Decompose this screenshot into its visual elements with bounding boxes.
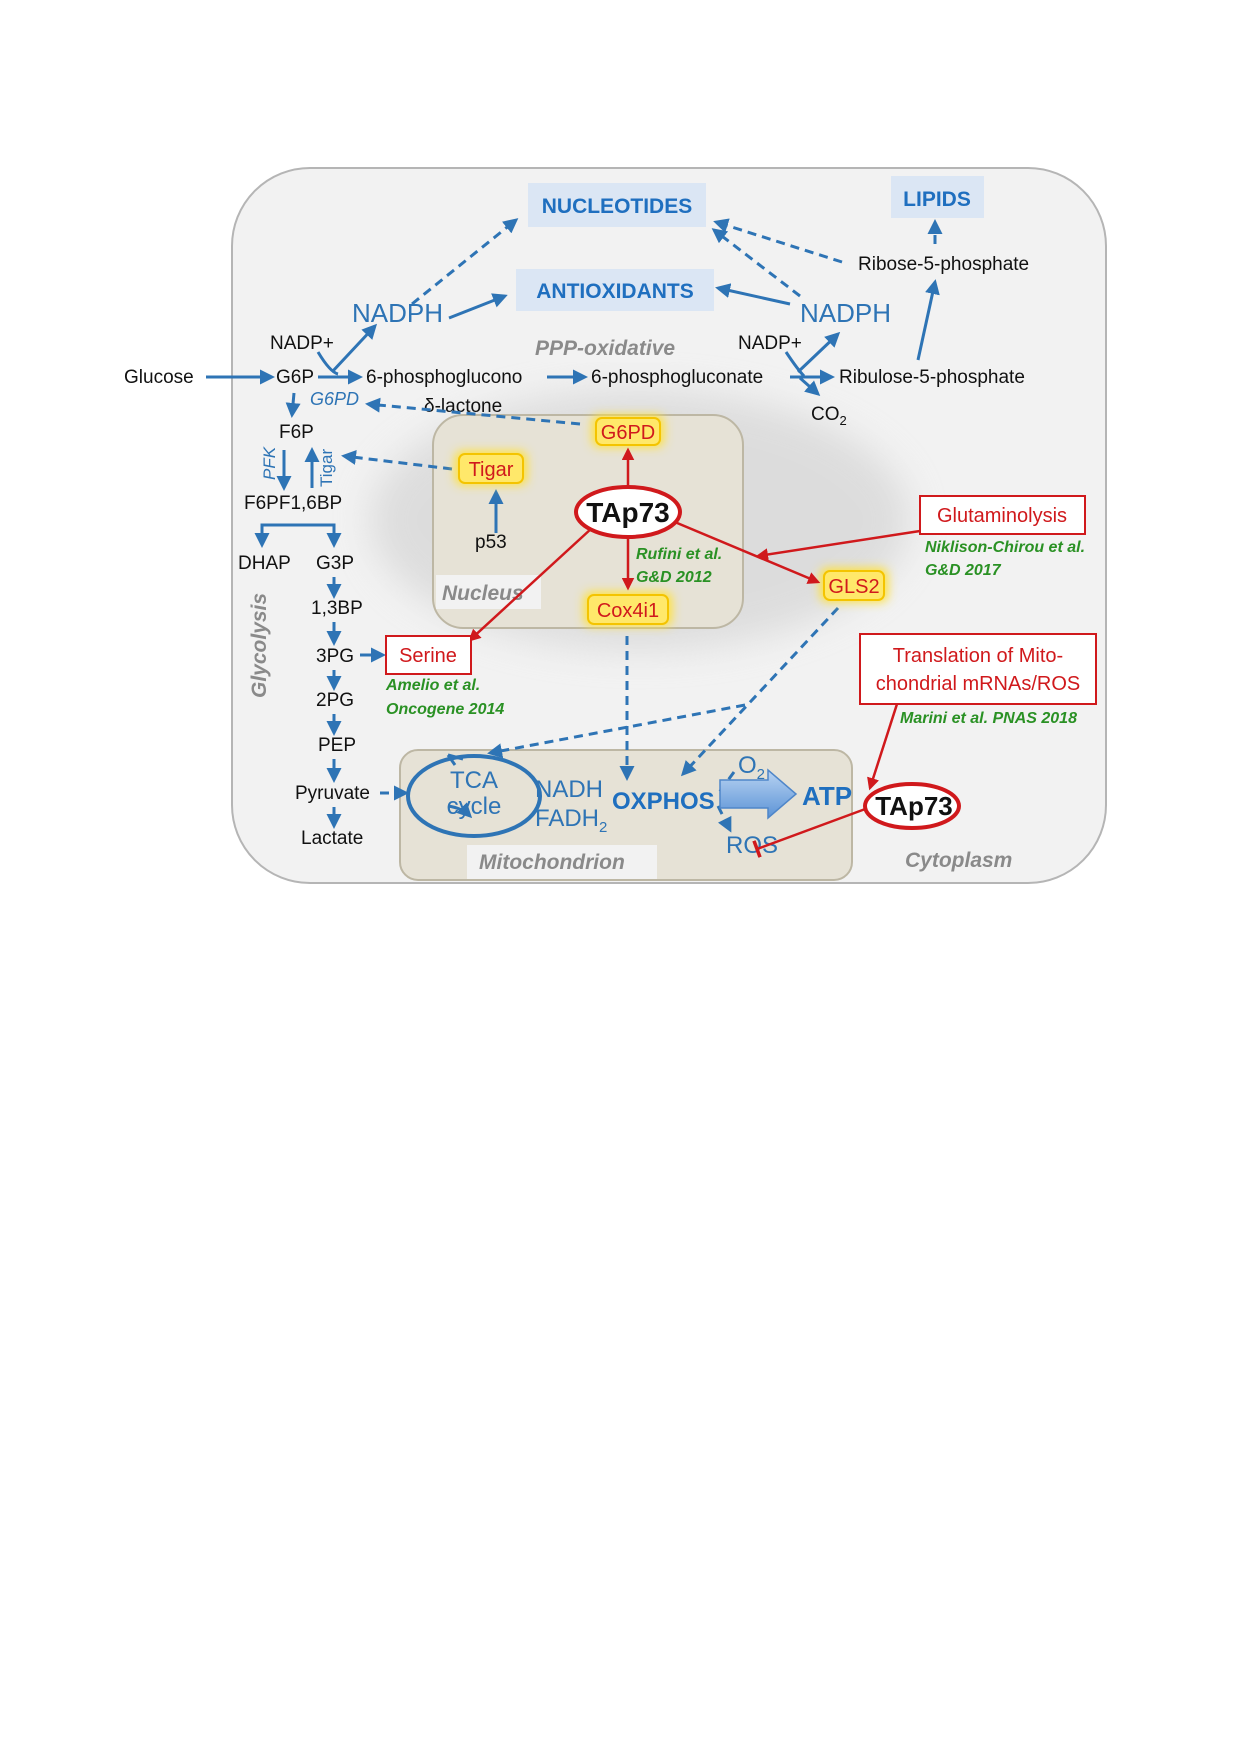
glutaminolysis-label: Glutaminolysis [937, 505, 1067, 527]
pep-label: PEP [318, 735, 356, 756]
ref-marini: Marini et al. PNAS 2018 [900, 710, 1077, 727]
tap73-nucleus-label: TAp73 [586, 497, 670, 528]
translation-box [859, 633, 1097, 705]
serine-label: Serine [399, 645, 457, 667]
nucleotides-label: NUCLEOTIDES [542, 195, 693, 218]
tca-cycle [406, 754, 542, 838]
g6p-label: G6P [276, 367, 314, 388]
tap73-cytoplasm-label: TAp73 [875, 791, 953, 821]
nadph-right: NADPH [800, 298, 891, 328]
f6p-label: F6P [279, 422, 314, 443]
nucleotides-box [528, 183, 706, 227]
tap73-nucleus-oval [574, 485, 682, 539]
lactate-label: Lactate [301, 828, 363, 849]
lipids-label: LIPIDS [903, 188, 971, 211]
ref-niklison-1: Niklison-Chirou et al. [925, 539, 1085, 556]
g6pd-label: G6PD [601, 422, 655, 444]
ref-amelio-1: Amelio et al. [385, 677, 480, 694]
ribulose-label: Ribulose-5-phosphate [839, 367, 1025, 388]
g3p-label: G3P [316, 553, 354, 574]
antioxidants-box [516, 269, 714, 311]
ppp-oxidative-label: PPP-oxidative [535, 337, 675, 360]
lipids-box [891, 176, 984, 218]
regulation-arrows [468, 447, 921, 858]
cox4i1-label: Cox4i1 [597, 600, 659, 622]
pg2-label: 2PG [316, 690, 354, 711]
antioxidants-label: ANTIOXIDANTS [536, 280, 694, 303]
phosphogluconate-label: 6-phosphogluconate [591, 367, 763, 388]
ros-label: ROS [726, 832, 778, 859]
serine-box [385, 635, 472, 675]
mitochondrion-label: Mitochondrion [479, 851, 625, 874]
tca-cycle-arrow [447, 802, 473, 819]
oxphos-atp-arrow [719, 768, 798, 820]
ref-amelio-2: Oncogene 2014 [386, 701, 504, 718]
nucleus-label: Nucleus [442, 582, 524, 605]
ribose-label: Ribose-5-phosphate [858, 254, 1029, 275]
g6pd-enzyme-label: G6PD [310, 389, 359, 409]
translation-label-1: Translation of Mito- [893, 645, 1063, 667]
tca-label-1: TCA [450, 767, 498, 794]
tap73-cytoplasm-oval [863, 782, 961, 830]
nadh-label: NADH [535, 776, 603, 803]
glycolysis-label: Glycolysis [248, 593, 271, 698]
nadph-left: NADPH [352, 298, 443, 328]
glutaminolysis-box [919, 495, 1086, 535]
f16bp-label: F6PF1,6BP [244, 493, 342, 514]
tca-label-2: cycle [447, 793, 502, 820]
pfk-label: PFK [260, 446, 279, 480]
co2-label: CO2 [811, 404, 847, 428]
cox4i1-node: Cox4i1 [584, 592, 672, 626]
nadp-left: NADP+ [270, 333, 334, 354]
tigar-label: Tigar [469, 459, 514, 481]
o2-label: O2 [738, 752, 765, 783]
ppp-label-bg [530, 332, 678, 362]
glucose-label: Glucose [124, 367, 194, 388]
ref-niklison-2: G&D 2017 [925, 562, 1002, 579]
cytoplasm-label: Cytoplasm [905, 849, 1012, 872]
gls2-node: GLS2 [820, 568, 888, 602]
g6pd-node: G6PD [592, 415, 664, 447]
mito-label-bg [467, 845, 657, 879]
nadp-right: NADP+ [738, 333, 802, 354]
oxphos-label: OXPHOS [612, 788, 715, 815]
translation-label-2: chondrial mRNAs/ROS [876, 673, 1081, 695]
ref-rufini-2: G&D 2012 [636, 569, 712, 586]
atp-label: ATP [802, 781, 852, 811]
pyruvate-label: Pyruvate [295, 783, 370, 804]
pathway-arrows [206, 279, 940, 829]
fadh2-label: FADH2 [535, 805, 607, 836]
ref-rufini-1: Rufini et al. [636, 546, 722, 563]
dhap-label: DHAP [238, 553, 291, 574]
lactone-label: δ-lactone [424, 396, 502, 417]
gls2-label: GLS2 [828, 576, 879, 598]
dashed-arrows [341, 218, 943, 833]
p53-label: p53 [475, 532, 507, 553]
phosphoglucono-label: 6-phosphoglucono [366, 367, 522, 388]
tigar-side-label: Tigar [317, 449, 336, 487]
bp13-label: 1,3BP [311, 598, 363, 619]
tigar-node: Tigar [455, 451, 527, 485]
pg3-label: 3PG [316, 646, 354, 667]
